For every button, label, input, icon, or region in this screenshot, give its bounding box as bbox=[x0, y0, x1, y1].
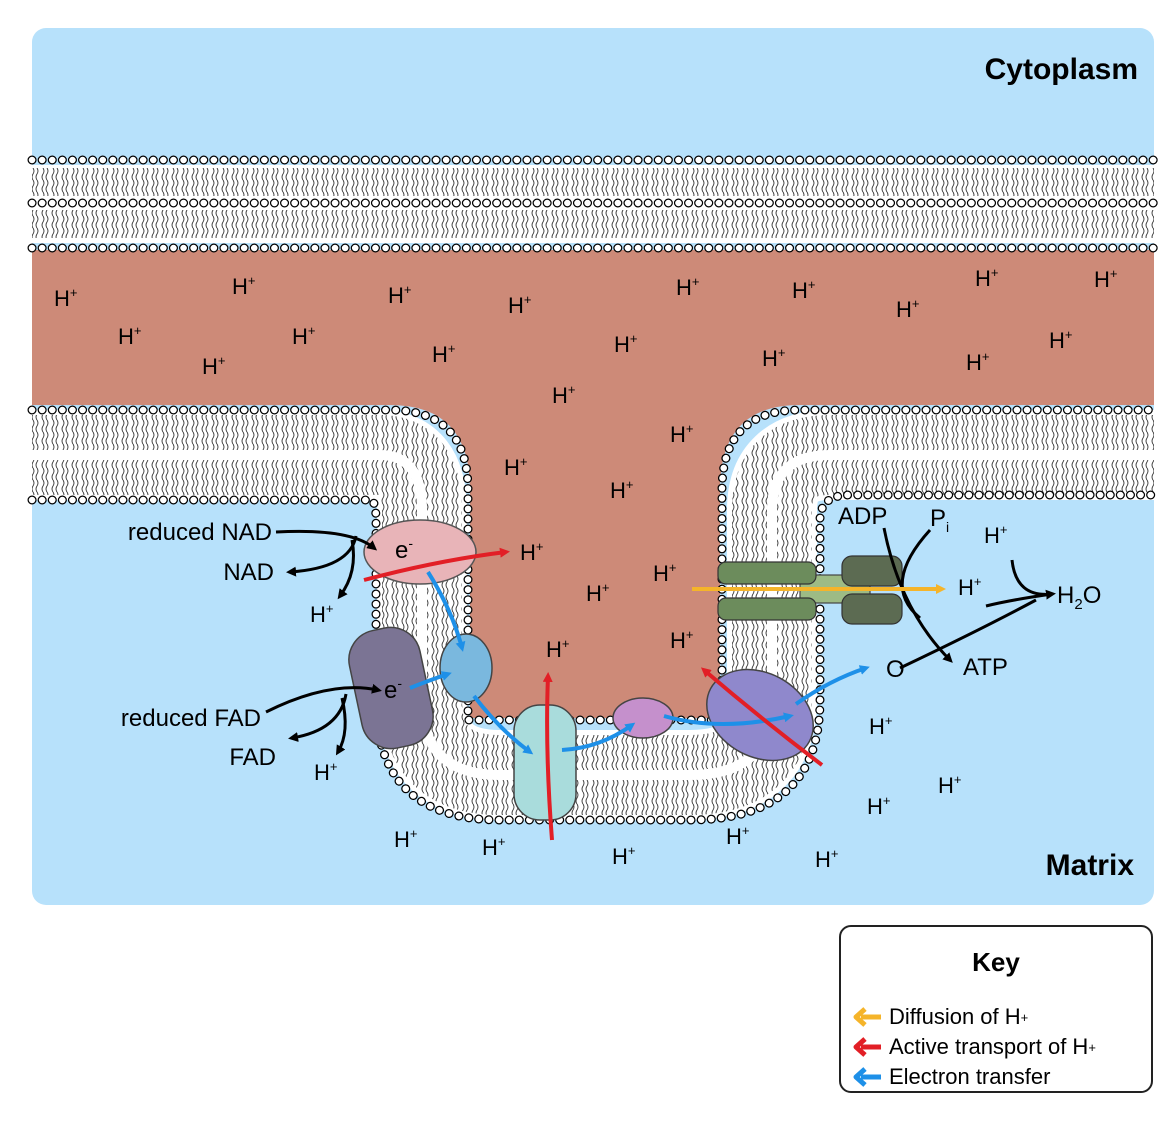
reaction-arrows bbox=[265, 527, 1056, 756]
proton-label: H+ bbox=[958, 574, 981, 600]
proton-label: H+ bbox=[118, 323, 141, 349]
proton-label: H+ bbox=[520, 539, 543, 565]
proton-labels: H+ H+ H+ H+ H+ H+ H+ H+ H+ H+ H+ H+ H+ H… bbox=[54, 265, 1117, 872]
molecule-labels: reduced NAD NAD reduced FAD FAD e- e- AD… bbox=[121, 503, 1101, 771]
key-item-active-transport: Active transport of H+ bbox=[853, 1033, 1096, 1061]
atp-synthase bbox=[717, 555, 903, 625]
active-transport-arrows bbox=[363, 547, 824, 841]
proton-label: H+ bbox=[546, 636, 569, 662]
proton-label: H+ bbox=[202, 353, 225, 379]
proton-label: H+ bbox=[388, 282, 411, 308]
matrix-label: Matrix bbox=[1046, 849, 1135, 882]
key-box: Key Diffusion of H+ Active transport of … bbox=[839, 925, 1153, 1093]
electron-transfer-arrows bbox=[409, 570, 870, 755]
arrow-left-icon bbox=[853, 1037, 881, 1057]
pi-label: Pi bbox=[930, 505, 949, 535]
proton-label: H+ bbox=[586, 580, 609, 606]
key-item-sup: + bbox=[1020, 1009, 1029, 1025]
inner-membrane bbox=[27, 405, 1159, 825]
complex-1 bbox=[363, 519, 477, 585]
arrow-left-icon bbox=[853, 1007, 881, 1027]
proton-label: H+ bbox=[896, 296, 919, 322]
proton-label: H+ bbox=[984, 522, 1007, 548]
electron-label-complex-1: e- bbox=[395, 535, 413, 564]
proton-label: H+ bbox=[232, 273, 255, 299]
proton-label: H+ bbox=[432, 341, 455, 367]
outer-membrane bbox=[27, 155, 1159, 253]
adp-label: ADP bbox=[838, 503, 887, 530]
proton-label: H+ bbox=[612, 843, 635, 869]
proton-label: H+ bbox=[610, 477, 633, 503]
proton-label: H+ bbox=[552, 382, 575, 408]
reduced-nad-label: reduced NAD bbox=[128, 519, 272, 546]
proton-label: H+ bbox=[54, 285, 77, 311]
proton-label: H+ bbox=[482, 834, 505, 860]
key-item-label: Electron transfer bbox=[889, 1064, 1051, 1089]
proton-label: H+ bbox=[726, 823, 749, 849]
key-item-diffusion: Diffusion of H+ bbox=[853, 1003, 1028, 1031]
key-item-label: Diffusion of H bbox=[889, 1004, 1021, 1029]
complex-3 bbox=[513, 704, 577, 821]
proton-label: H+ bbox=[815, 846, 838, 872]
key-item-sup: + bbox=[1088, 1039, 1096, 1055]
proton-label: H+ bbox=[314, 759, 337, 785]
arrow-left-icon bbox=[853, 1067, 881, 1087]
proton-label: H+ bbox=[614, 331, 637, 357]
proton-label: H+ bbox=[670, 421, 693, 447]
nad-label: NAD bbox=[223, 559, 274, 586]
proton-label: H+ bbox=[670, 627, 693, 653]
proton-label: H+ bbox=[504, 454, 527, 480]
proton-label: H+ bbox=[1094, 266, 1117, 292]
key-title: Key bbox=[972, 947, 1020, 977]
electron-label-complex-2: e- bbox=[384, 675, 402, 704]
proton-label: H+ bbox=[869, 713, 892, 739]
key-item-electron-transfer: Electron transfer bbox=[853, 1063, 1050, 1091]
oxygen-label: O bbox=[886, 656, 905, 683]
key-item-label: Active transport of H bbox=[889, 1034, 1089, 1059]
proton-label: H+ bbox=[310, 601, 333, 627]
proton-label: H+ bbox=[653, 560, 676, 586]
ubiquinone bbox=[439, 633, 493, 703]
proton-label: H+ bbox=[292, 323, 315, 349]
proton-label: H+ bbox=[1049, 327, 1072, 353]
proton-label: H+ bbox=[676, 274, 699, 300]
proton-label: H+ bbox=[938, 772, 961, 798]
proton-label: H+ bbox=[867, 793, 890, 819]
proton-label: H+ bbox=[975, 265, 998, 291]
reduced-fad-label: reduced FAD bbox=[121, 705, 261, 732]
proton-label: H+ bbox=[792, 277, 815, 303]
proton-label: H+ bbox=[394, 826, 417, 852]
cytoplasm-label: Cytoplasm bbox=[985, 53, 1138, 86]
atp-label: ATP bbox=[963, 654, 1008, 681]
intermembrane-space bbox=[32, 250, 1154, 718]
proton-label: H+ bbox=[966, 349, 989, 375]
proton-label: H+ bbox=[508, 292, 531, 318]
h2o-label: H2O bbox=[1057, 582, 1101, 613]
proton-label: H+ bbox=[762, 345, 785, 371]
fad-label: FAD bbox=[229, 744, 276, 771]
